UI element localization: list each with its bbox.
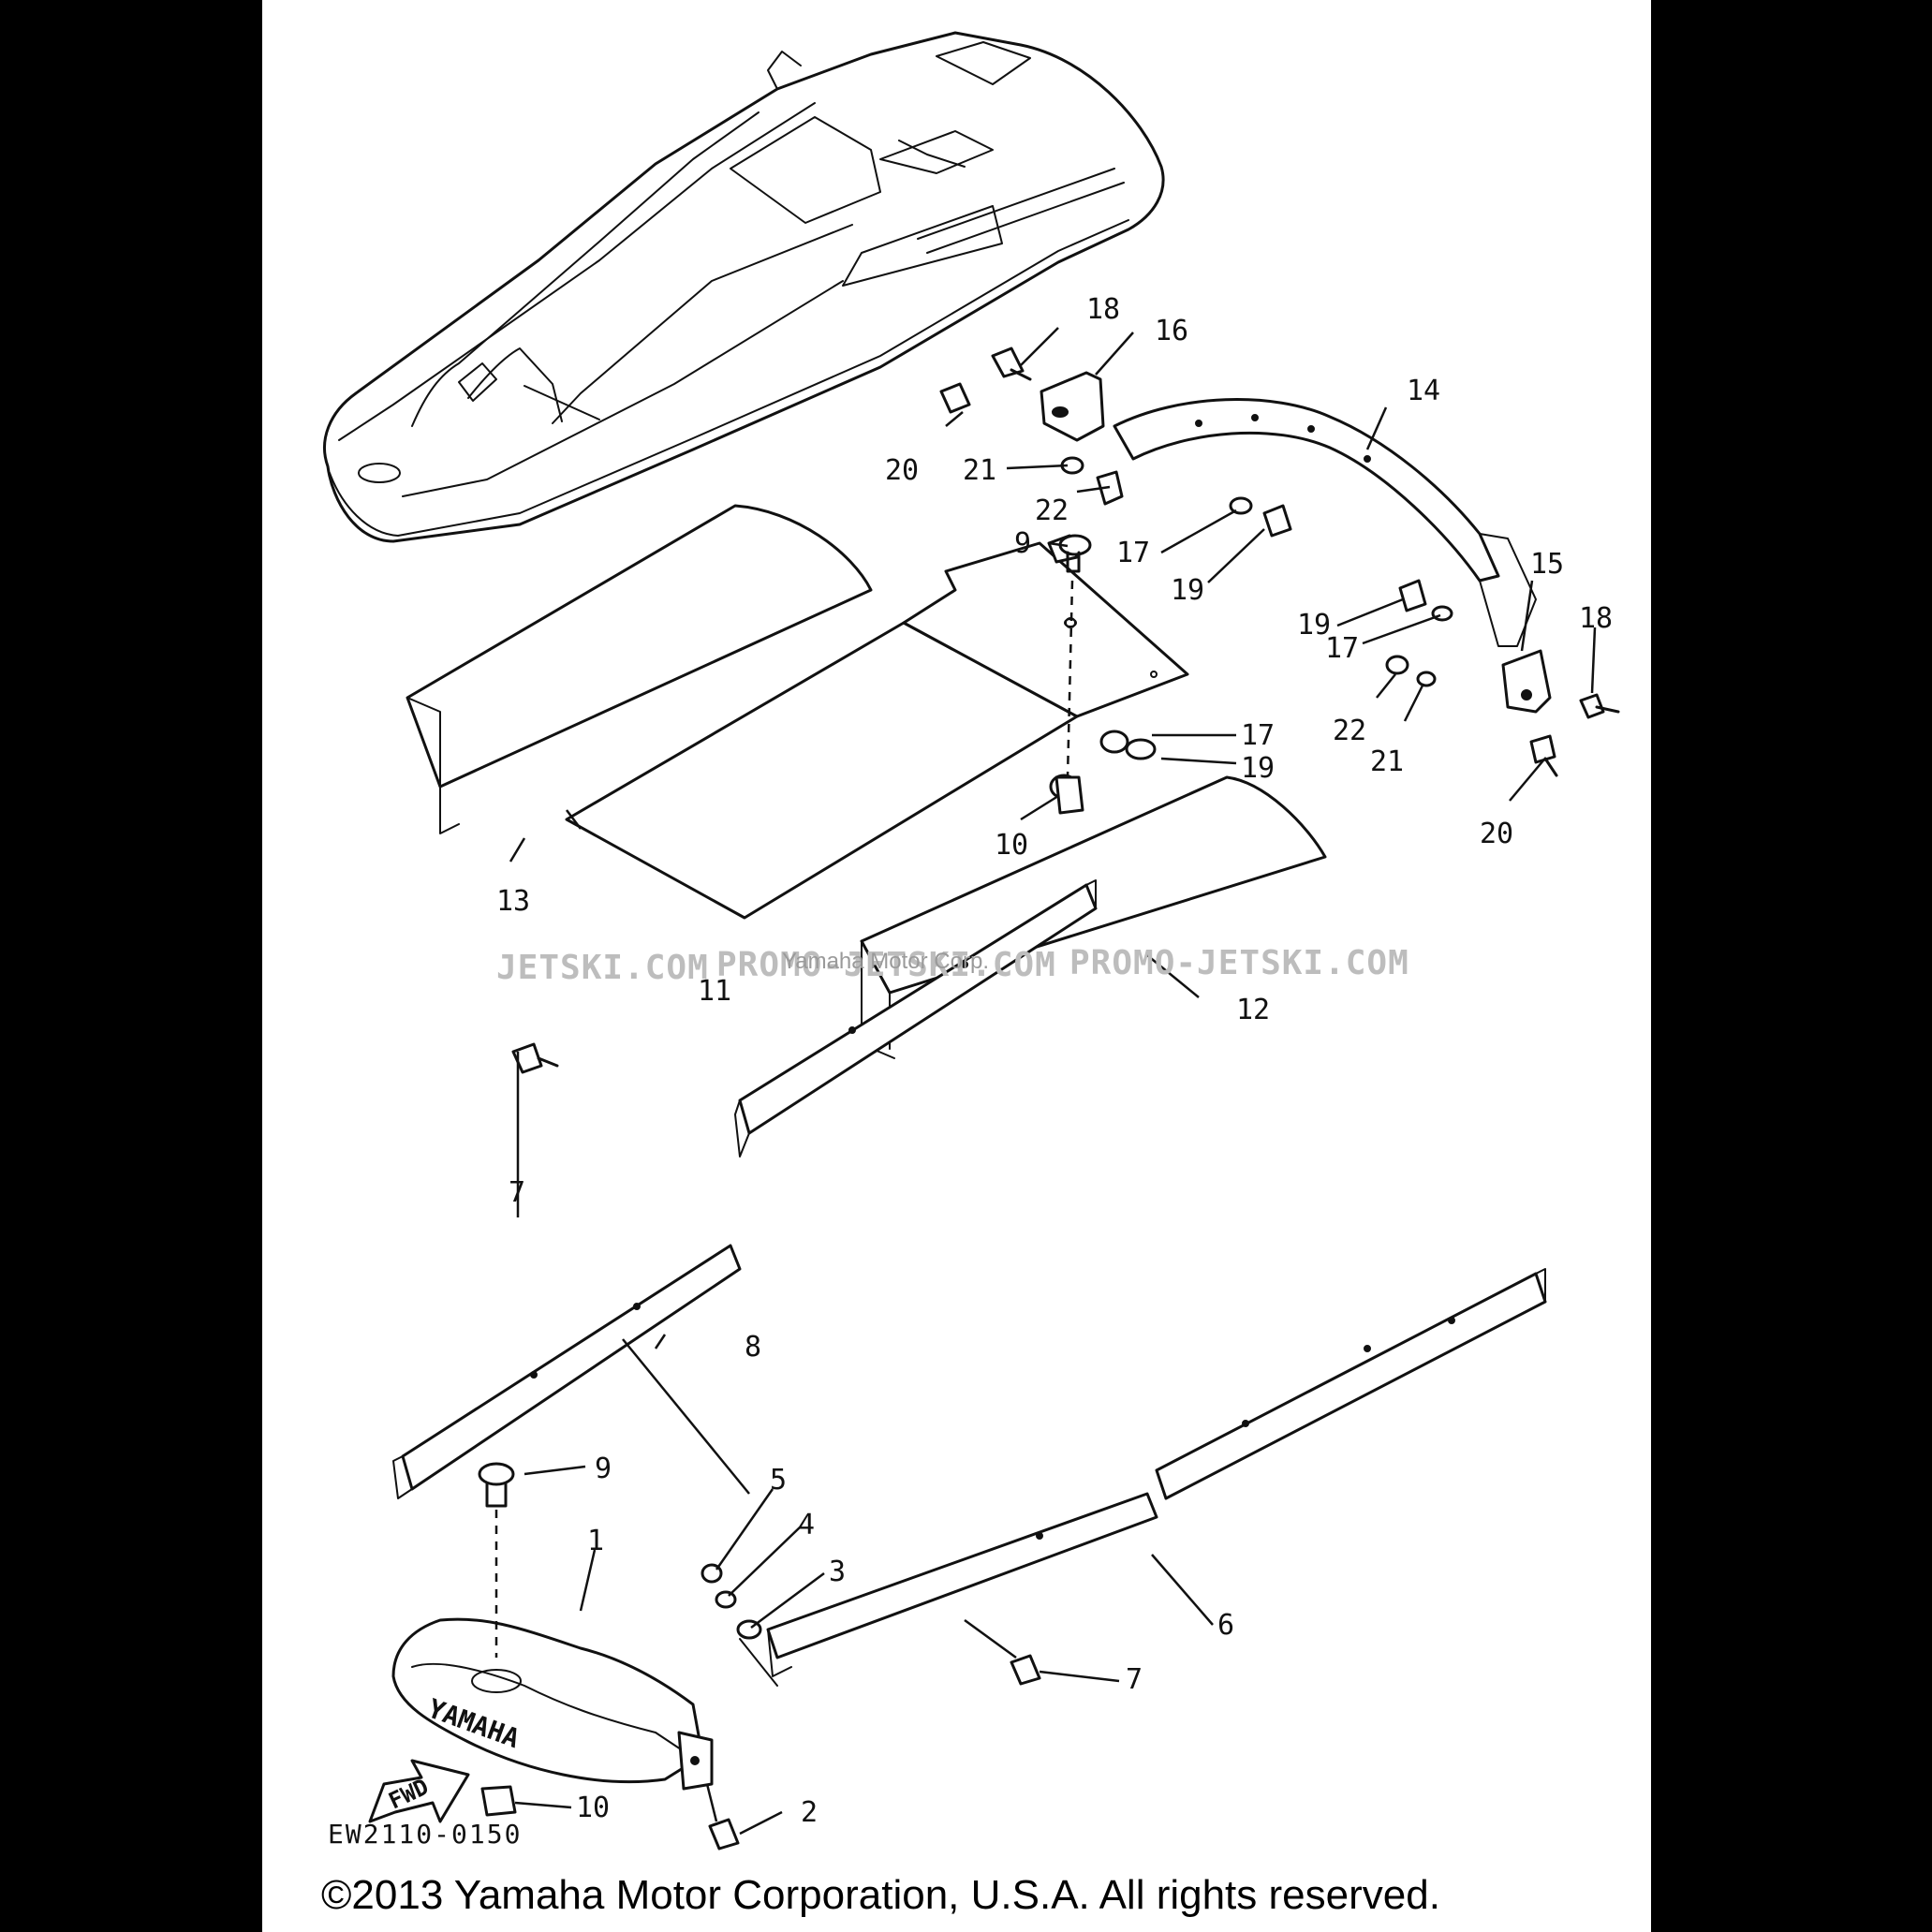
callout-3: 3 [829,1556,846,1588]
bracket-15 [1501,649,1552,714]
callout-4: 4 [798,1509,815,1541]
hardware-upper [939,347,1620,800]
callout-10: 10 [995,829,1028,862]
callout-7: 7 [1126,1663,1143,1696]
callout-6: 6 [1217,1609,1234,1642]
rail-strip-8 [392,879,1098,1499]
watermark-left: JETSKI.COM [496,949,709,987]
watermark-right: PROMO-JETSKI.COM [1069,944,1409,982]
callout-19: 19 [1171,574,1204,607]
callout-2: 2 [801,1796,818,1829]
fwd-arrow-stamp [368,1759,470,1823]
callout-17: 17 [1116,537,1150,569]
callout-21: 21 [1370,745,1404,778]
callout-22: 22 [1035,494,1069,527]
fastener-9-upper [1054,534,1092,815]
drawing-code: EW2110-0150 [328,1819,522,1850]
callout-13: 13 [496,885,530,918]
callout-16: 16 [1155,315,1188,347]
callout-17: 17 [1241,719,1275,752]
leader-lines [509,327,1597,1836]
callout-14: 14 [1407,375,1440,407]
callout-17: 17 [1325,632,1359,665]
bow-bumper-1 [391,1617,714,1791]
callout-19: 19 [1297,609,1331,642]
callout-8: 8 [745,1331,761,1364]
hull-deck [323,31,1165,543]
watermark-credit: Yamaha Motor Corp. [782,949,989,974]
callout-10: 10 [576,1792,610,1824]
bracket-16 [1040,371,1105,442]
callout-11: 11 [698,975,731,1008]
callout-15: 15 [1530,548,1564,581]
side-panel-13 [406,504,873,834]
watermark: JETSKI.COM PROMO-JETSKI.COM PROMO-JETSKI… [496,944,1409,987]
callout-18: 18 [1086,293,1120,326]
callout-9: 9 [1014,527,1031,560]
callout-20: 20 [885,454,919,487]
callout-20: 20 [1480,818,1513,850]
callout-1: 1 [587,1525,604,1557]
callout-12: 12 [1236,994,1270,1026]
callout-21: 21 [963,454,996,487]
copyright-notice: ©2013 Yamaha Motor Corporation, U.S.A. A… [321,1872,1440,1918]
fastener-9-lower [478,1462,517,1817]
callout-5: 5 [770,1464,787,1497]
callout-18: 18 [1579,602,1613,635]
rail-strip-6 [766,1268,1547,1677]
callout-19: 19 [1241,752,1275,785]
callout-7: 7 [509,1176,525,1209]
callout-9: 9 [595,1453,612,1485]
watermark-middle: PROMO-JETSKI.COM [716,946,1056,984]
callout-22: 22 [1333,715,1366,747]
callout-labels: 18 16 14 20 21 22 9 17 19 15 19 17 18 22… [496,293,1613,1829]
